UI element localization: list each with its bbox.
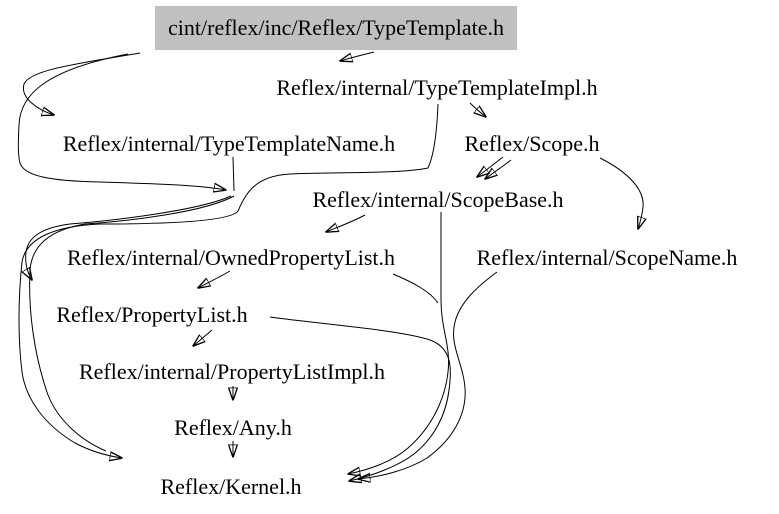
edge-left-long-to-junction	[17, 53, 226, 190]
node-propertylistimpl-h[interactable]: Reflex/internal/PropertyListImpl.h	[78, 359, 386, 384]
edge-scope-scopename	[599, 157, 643, 229]
node-scope-h[interactable]: Reflex/Scope.h	[464, 131, 600, 156]
node-ownedpropertylist-h[interactable]: Reflex/internal/OwnedPropertyList.h	[66, 245, 396, 270]
edge-propertylist-kernel	[269, 316, 451, 481]
node-typetemplate-h: cint/reflex/inc/Reflex/TypeTemplate.h	[155, 6, 517, 50]
node-scopename-h[interactable]: Reflex/internal/ScopeName.h	[476, 245, 738, 270]
edge-ownedpropertylist-propertylist	[198, 270, 231, 288]
node-typetemplateimpl-h[interactable]: Reflex/internal/TypeTemplateImpl.h	[276, 75, 598, 100]
edge-propertylist-propertylistimpl	[193, 329, 213, 346]
edge-scopebase-ownedpropertylist	[326, 214, 366, 232]
edge-typetemplateimpl-scope	[469, 102, 486, 117]
edge-scopename-kernel	[358, 271, 498, 479]
edge-bundle-kernel-inner	[29, 195, 235, 452]
edge-typetemplatename-stub	[232, 156, 235, 192]
edge-ownedpropertylist-stub	[392, 273, 439, 304]
edge-scope-scopebase-2	[485, 159, 512, 179]
edge-typetemplateimpl-kernel	[18, 103, 439, 458]
edge-typetemplate-typetemplatename	[22, 52, 141, 115]
node-propertylist-h[interactable]: Reflex/PropertyList.h	[56, 302, 248, 327]
node-any-h[interactable]: Reflex/Any.h	[174, 415, 292, 440]
node-typetemplatename-h[interactable]: Reflex/internal/TypeTemplateName.h	[62, 131, 396, 156]
edge-typetemplate-typetemplateimpl	[340, 51, 375, 61]
edge-bundle-propertylist	[26, 195, 232, 280]
edge-scope-scopebase	[477, 156, 504, 177]
node-kernel-h[interactable]: Reflex/Kernel.h	[160, 474, 302, 499]
edge-scopebase-kernel	[348, 212, 450, 474]
node-scopebase-h[interactable]: Reflex/internal/ScopeBase.h	[312, 187, 564, 212]
